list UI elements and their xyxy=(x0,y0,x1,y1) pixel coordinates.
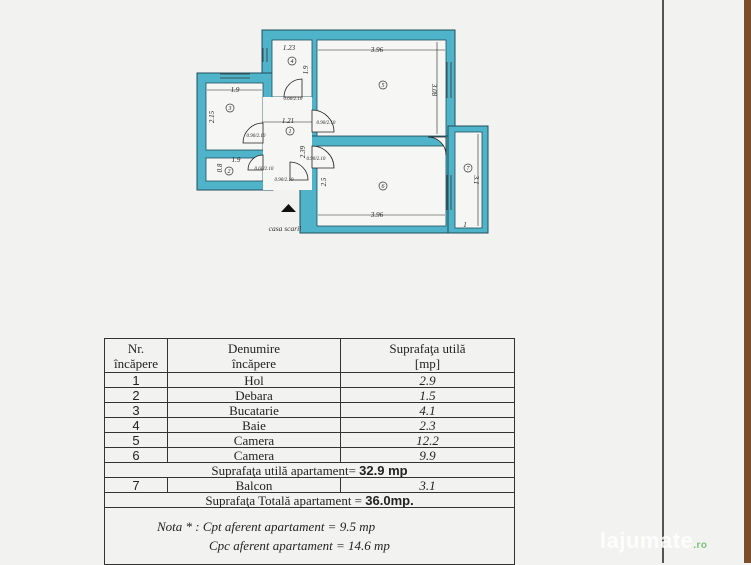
dim-label: 3.1 xyxy=(472,175,480,185)
dim-label: 2.5 xyxy=(320,177,328,186)
room-number: 5 xyxy=(382,83,385,89)
door-arc xyxy=(283,78,303,98)
useful-area-row: Suprafaţa utilă apartament= 32.9 mp xyxy=(104,462,515,478)
floor-plan: 1 2 3 4 5 6 7 1.23 1.9 3.96 3.08 1.9 2.1… xyxy=(196,29,489,234)
door-label: 0.90/2.10 xyxy=(307,157,326,162)
room-number: 6 xyxy=(382,184,385,190)
total-area-row: Suprafaţa Totală apartament = 36.0mp. xyxy=(104,492,515,508)
stair-label: casa scarii xyxy=(269,224,302,233)
door-label: 0.60/2.10 xyxy=(284,97,303,102)
header-area: Suprafaţa utilă[mp] xyxy=(340,338,515,373)
windows xyxy=(220,48,452,210)
dim-label: 0.8 xyxy=(216,163,224,172)
door-arc xyxy=(311,109,335,133)
door-arc xyxy=(427,136,447,156)
room-number-circles xyxy=(224,56,473,191)
dim-label: 1.9 xyxy=(302,65,310,74)
dim-label: 1.9 xyxy=(231,86,240,94)
room-number: 3 xyxy=(228,106,232,112)
dim-label: 3.96 xyxy=(370,211,384,219)
room-7-balcon xyxy=(454,131,483,229)
room-number: 2 xyxy=(228,169,231,175)
door-arc xyxy=(289,161,309,181)
note-row: Nota * : Cpt aferent apartament = 9.5 mp… xyxy=(104,507,515,565)
door-arc xyxy=(247,154,264,171)
dim-label: 1.21 xyxy=(282,117,294,125)
room-interiors xyxy=(205,39,483,229)
door-label: 0.60/2.10 xyxy=(255,167,274,172)
dim-label: 2.39 xyxy=(299,145,307,158)
dim-label: 1.23 xyxy=(283,44,296,52)
dim-label: 2.15 xyxy=(208,110,216,123)
room-number: 1 xyxy=(289,129,292,135)
door-label: 0.90/2.10 xyxy=(275,178,294,183)
door-label: 0.90/2.10 xyxy=(317,121,336,126)
room-number: 7 xyxy=(467,166,471,172)
note-line: Cpc aferent apartament = 14.6 mp xyxy=(209,538,390,553)
dim-label: 1 xyxy=(463,221,467,229)
watermark-logo: lajumate.ro xyxy=(600,528,708,553)
header-nr: Nr.încăpere xyxy=(104,338,168,373)
door-arc xyxy=(311,145,335,169)
room-5-camera xyxy=(316,39,447,137)
page-border-line xyxy=(662,0,664,563)
dim-label: 3.96 xyxy=(370,46,384,54)
door-arc xyxy=(242,122,264,144)
dim-label: 3.08 xyxy=(430,83,438,97)
dimension-lines xyxy=(207,42,479,226)
door-label: 0.90/2.10 xyxy=(247,134,266,139)
doors xyxy=(242,78,447,181)
entrance-arrow-icon xyxy=(281,204,296,212)
room-number: 4 xyxy=(291,58,294,65)
room-6-camera xyxy=(316,145,447,227)
table-edge xyxy=(744,0,751,563)
note-line: Nota * : Cpt aferent apartament = 9.5 mp xyxy=(157,519,376,534)
dim-label: 1.9 xyxy=(232,156,241,164)
